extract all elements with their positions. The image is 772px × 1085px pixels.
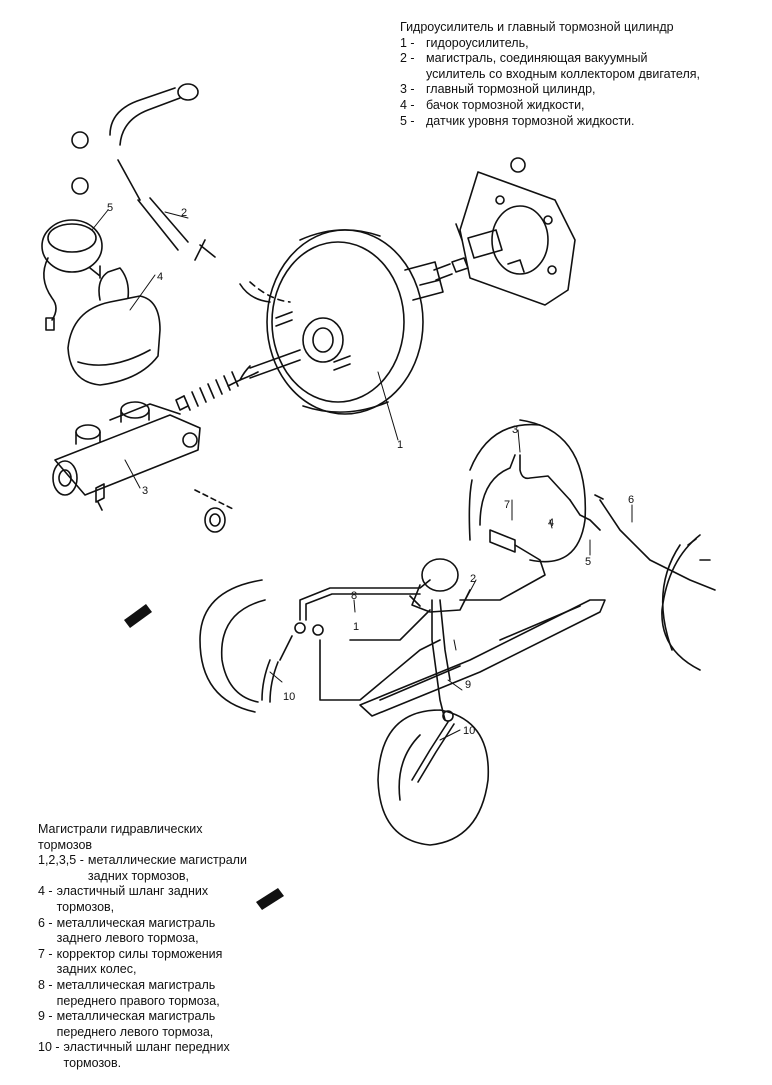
callout-number: 10 [463,725,475,737]
callout-number: 5 [585,556,591,568]
legend-top: Гидроусилитель и главный тормозной цилин… [400,20,765,129]
legend-item: 3 -главный тормозной цилиндр, [400,82,596,97]
legend-item: 2 -магистраль, соединяющая вакуумный уси… [400,51,700,81]
legend-item: 9 -металлическая магистраль переднего ле… [38,1009,216,1039]
legend-bottom-title: Магистрали гидравлических тормозов [38,822,203,852]
callout-number: 9 [465,679,471,691]
legend-item: 8 -металлическая магистраль переднего пр… [38,977,220,1008]
fluid-reservoir [67,267,161,386]
callout-number: 4 [548,517,554,529]
vacuum-booster [266,229,453,415]
callout-number: 4 [157,271,163,283]
callout-leaders-top [91,209,399,489]
right-front-wheel [377,709,490,846]
callout-number: 10 [283,691,295,703]
direction-arrow-icon [124,604,284,910]
left-front-wheel [199,579,266,713]
legend-item: 5 -датчик уровня тормозной жидкости. [400,113,635,128]
callout-number: 6 [628,494,634,506]
level-sensor [41,219,103,331]
callout-number: 7 [504,499,510,511]
callout-number: 2 [181,207,187,219]
callout-number: 3 [142,485,148,497]
front-flex-hose-left [261,622,324,703]
callout-numbers-top: 1 2 3 4 5 [107,202,403,497]
legend-item: 4 -бачок тормозной жидкости, [400,97,585,112]
rear-brake-disc [468,419,587,563]
right-rear-wheel [661,534,701,671]
frame-rail [359,599,606,717]
legend-bottom: Магистрали гидравлических тормозов 1,2,3… [38,822,298,1072]
callout-number: 1 [397,439,403,451]
master-cylinder [52,401,236,533]
callout-number: 5 [107,202,113,214]
legend-item: 1 -гидороусилитель, [400,35,529,50]
callout-number: 1 [353,621,359,633]
legend-item: 10 -эластичный шланг передних тормозов. [38,1040,230,1070]
booster-pushrod [175,349,301,411]
callout-number: 2 [470,573,476,585]
front-flex-hose-right [411,710,455,783]
callout-number: 8 [351,590,357,602]
firewall-gasket [451,157,576,306]
legend-item: 4 -эластичный шланг задних тормозов, [38,884,209,914]
callout-number: 3 [512,424,518,436]
callout-leaders-bottom [269,429,633,741]
callout-numbers-bottom: 1 2 3 4 5 6 7 8 9 10 10 [283,424,634,737]
rear-brake-lines [459,454,716,601]
legend-item: 1,2,3,5 -металлические магистрали задних… [38,853,247,883]
legend-top-title: Гидроусилитель и главный тормозной цилин… [400,20,674,34]
legend-item: 6 -металлическая магистраль заднего лево… [38,915,216,946]
vacuum-hose [71,83,291,303]
legend-item: 7 -корректор силы торможения задних коле… [38,946,223,977]
